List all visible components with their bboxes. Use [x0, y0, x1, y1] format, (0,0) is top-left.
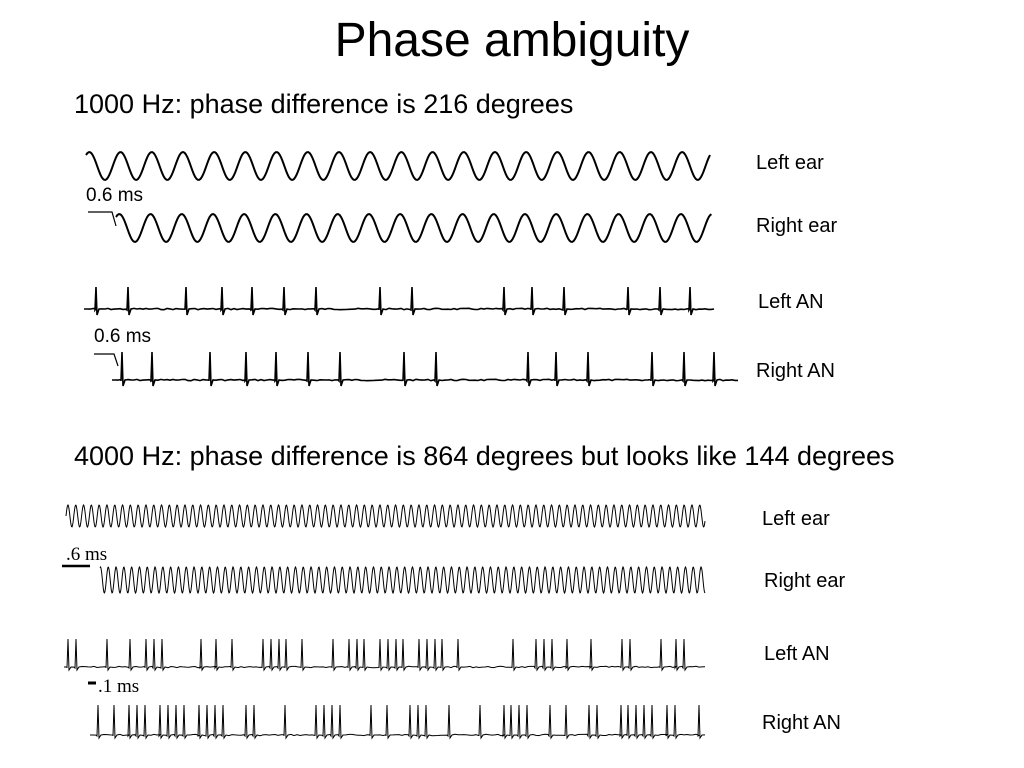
label-4000-left-ear: Left ear — [762, 508, 830, 530]
spike-train-1000-right-an — [112, 351, 738, 387]
delay-bar-1000-an — [94, 353, 119, 367]
delay-bar-1000-ear — [88, 211, 117, 227]
label-1000-right-an: Right AN — [756, 360, 835, 382]
heading-4000hz: 4000 Hz: phase difference is 864 degrees… — [74, 441, 895, 471]
heading-1000hz: 1000 Hz: phase difference is 216 degrees — [74, 89, 574, 119]
delay-label-1000-ear: 0.6 ms — [86, 185, 144, 206]
spike-train-4000-right-an — [90, 704, 706, 740]
waveform-1000-right-ear — [115, 213, 713, 243]
waveform-4000-left-ear — [65, 504, 706, 528]
label-1000-left-ear: Left ear — [756, 152, 824, 174]
waveform-4000-right-ear — [99, 565, 706, 595]
spike-train-4000-left-an — [64, 638, 706, 672]
label-4000-left-an: Left AN — [764, 643, 830, 665]
label-1000-right-ear: Right ear — [756, 215, 838, 237]
label-1000-left-an: Left AN — [758, 291, 824, 313]
label-4000-right-an: Right AN — [762, 712, 841, 734]
label-4000-right-ear: Right ear — [764, 570, 846, 592]
delay-label-4000-an: .1 ms — [98, 676, 140, 697]
delay-label-4000-ear: .6 ms — [66, 544, 108, 565]
delay-label-1000-an: 0.6 ms — [94, 326, 152, 347]
spike-train-1000-left-an — [84, 286, 715, 316]
slide-title: Phase ambiguity — [334, 14, 690, 67]
waveform-1000-left-ear — [85, 151, 711, 181]
